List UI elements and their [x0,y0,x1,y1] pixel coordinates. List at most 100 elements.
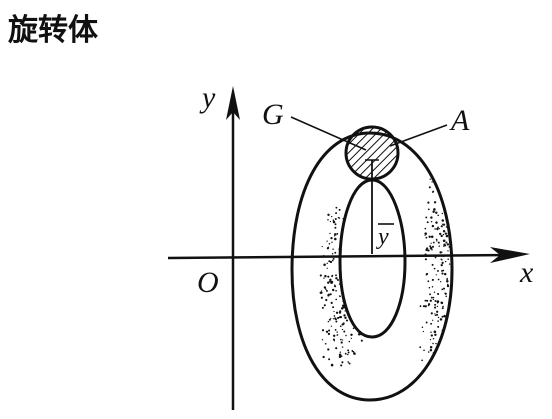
stipple-dot [424,234,426,236]
stipple-dot [437,325,440,328]
stipple-dot [441,259,443,261]
stipple-dot [432,338,435,340]
stipple-dot [335,298,338,301]
stipple-dot [438,175,441,178]
stipple-dot [347,275,350,277]
stipple-dot [327,332,331,336]
stipple-dot [435,313,439,316]
stipple-dot [445,226,448,228]
stipple-dot [345,270,348,272]
stipple-dot [341,346,344,348]
stipple-dot [425,321,428,324]
stipple-dot [357,333,361,336]
stipple-dot [432,241,435,244]
stipple-dot [433,330,437,334]
stipple-dot [327,294,330,297]
stipple-dot [344,287,347,290]
a-leader-line [389,124,448,147]
stipple-dot [360,339,363,342]
stipple-dot [424,258,427,261]
stipple-dot [335,274,337,277]
stipple-dot [441,329,444,332]
stipple-dot [436,305,439,308]
stipple-dot [427,249,430,252]
stipple-dot [447,209,451,213]
stipple-dot [331,253,334,255]
stipple-dot [437,184,440,187]
stipple-dot [321,245,323,248]
stipple-dot [350,333,353,337]
stipple-dot [435,238,438,241]
stipple-dot [344,280,346,282]
origin-label: O [197,266,219,299]
a-label: A [449,104,470,137]
stipple-dot [334,223,337,226]
stipple-dot [444,245,447,247]
stipple-dot [430,220,433,223]
stipple-dot [435,274,437,276]
stipple-dot [346,229,349,232]
stipple-dot [445,334,448,337]
stipple-dot [332,219,335,221]
stipple-dot [320,296,324,299]
stipple-dot [448,246,451,248]
stipple-dot [431,170,434,172]
y-axis-arrowhead [226,86,240,120]
stipple-dot [431,355,434,357]
stipple-dot [321,306,324,309]
stipple-dot [436,227,439,231]
stipple-dot [442,305,444,308]
stipple-dot [327,281,330,284]
stipple-dot [438,245,441,247]
stipple-dot [344,275,347,278]
stipple-dot [431,249,433,251]
stipple-dot [430,216,433,219]
stipple-dot [338,353,342,356]
stipple-dot [330,236,333,240]
stipple-dot [438,227,440,230]
stipple-dot [437,269,439,272]
stipple-dot [424,232,427,235]
stipple-dot [344,310,346,312]
stipple-dot [439,359,442,362]
stipple-dot [444,178,447,181]
stipple-dot [342,218,344,220]
stipple-dot [435,211,438,214]
stipple-dot [443,336,446,338]
stipple-dot [332,318,335,320]
stipple-dot [348,340,351,343]
stipple-dot [327,275,330,278]
stipple-dot [442,239,446,243]
stipple-dot [446,334,449,337]
stipple-dot [339,310,342,313]
stipple-dot [334,251,337,254]
stipple-dot [447,250,449,252]
stipple-dot [326,262,328,265]
stipple-dot [341,304,345,307]
stipple-dot [440,263,443,267]
stipple-dot [328,280,331,283]
stipple-dot [330,317,332,319]
stipple-dot [446,278,448,281]
stipple-dot [348,305,351,308]
stipple-dot [338,248,341,250]
stipple-dot [425,273,428,276]
g-leader-line [290,116,367,151]
stipple-dot [347,261,349,263]
stipple-dot [327,320,330,323]
stipple-dot [329,293,332,296]
stipple-dot [443,314,446,318]
stipple-dot [438,169,441,173]
stipple-dot [339,351,342,353]
stipple-dot [334,317,337,320]
stipple-dot [339,315,343,319]
stipple-dot [441,251,443,253]
stipple-dot [347,351,350,354]
stipple-dot [444,260,447,263]
stipple-dot [446,284,450,288]
stipple-dot [430,331,432,333]
stipple-dot [432,352,435,354]
stipple-dot [327,246,330,248]
stipple-dot [428,366,431,370]
stipple-dot [441,184,444,187]
